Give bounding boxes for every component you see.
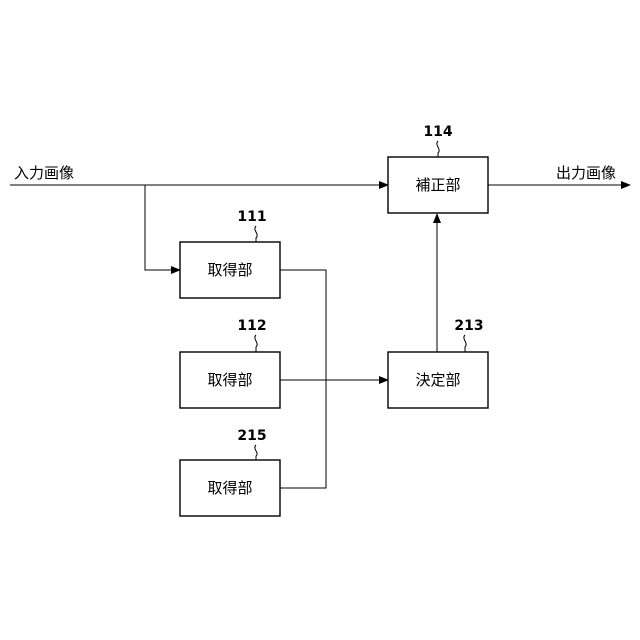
correction-ref-leader: [437, 141, 439, 157]
correction-ref-number: 114: [423, 124, 452, 140]
acquire-112-ref-leader: [255, 335, 257, 352]
decision-ref-leader: [464, 335, 466, 352]
acquire-111-ref-leader: [255, 226, 257, 242]
output-image-label: 出力画像: [556, 164, 616, 182]
acquire-block-111-label: 取得部: [207, 261, 252, 279]
acquire-block-112: 取得部: [180, 352, 280, 408]
acquire-111-output-wire: [280, 270, 326, 380]
input-image-label: 入力画像: [14, 164, 74, 182]
decision-block-label: 決定部: [415, 371, 460, 389]
correction-block-label: 補正部: [415, 176, 460, 194]
acquire-111-ref-number: 111: [237, 209, 266, 225]
acquire-block-215-label: 取得部: [207, 479, 252, 497]
acquire-block-215: 取得部: [180, 460, 280, 516]
decision-ref-number: 213: [454, 318, 483, 334]
acquire-215-ref-number: 215: [237, 428, 266, 444]
acquire-112-ref-number: 112: [237, 318, 266, 334]
acquire-215-ref-leader: [255, 445, 257, 460]
acquire-215-output-wire: [280, 380, 326, 488]
acquire-block-112-label: 取得部: [207, 371, 252, 389]
input-to-acquire-111-arrow: [145, 185, 180, 270]
acquire-block-111: 取得部: [180, 242, 280, 298]
correction-block: 補正部: [388, 157, 488, 213]
decision-block: 決定部: [388, 352, 488, 408]
